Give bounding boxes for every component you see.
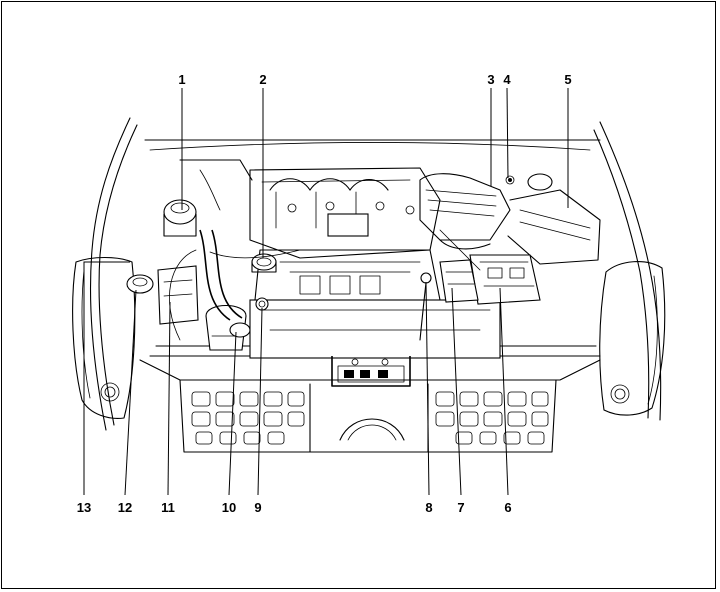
- callout-10: 10: [222, 500, 236, 515]
- left-headlight: [73, 258, 135, 419]
- callout-12: 12: [118, 500, 132, 515]
- callout-11: 11: [161, 500, 175, 515]
- callout-1: 1: [178, 72, 185, 87]
- callout-13: 13: [77, 500, 91, 515]
- callout-8: 8: [425, 500, 432, 515]
- callout-6: 6: [504, 500, 511, 515]
- battery: [470, 255, 540, 304]
- coolant-reservoir: [206, 306, 250, 351]
- callout-4: 4: [503, 72, 511, 87]
- callout-2: 2: [259, 72, 266, 87]
- washer-fluid-tank: [158, 266, 198, 324]
- callout-9: 9: [254, 500, 261, 515]
- callout-3: 3: [487, 72, 494, 87]
- brake-fluid-reservoir: [164, 200, 196, 236]
- right-headlight: [600, 262, 665, 415]
- washer-fluid-cap: [127, 275, 153, 293]
- air-cleaner-assembly: [420, 174, 600, 264]
- callout-5: 5: [564, 72, 571, 87]
- callout-7: 7: [457, 500, 464, 515]
